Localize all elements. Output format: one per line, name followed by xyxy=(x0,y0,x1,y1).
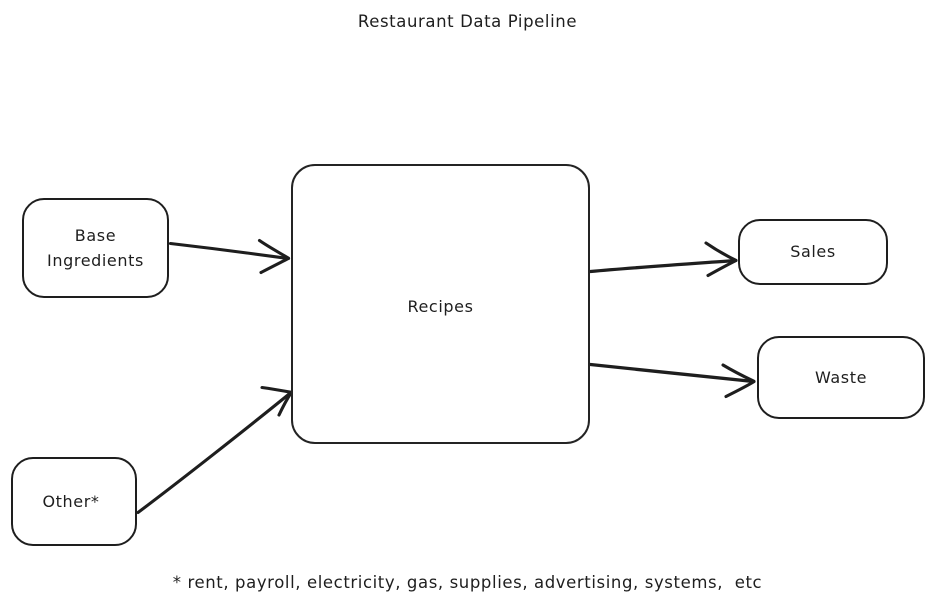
edge-recipes-to-waste xyxy=(588,362,756,399)
edge-base-ingredients-to-recipes xyxy=(168,238,291,275)
node-waste-label: Waste xyxy=(814,367,868,387)
node-waste[interactable]: Waste xyxy=(757,336,925,419)
footnote-text: * rent, payroll, electricity, gas, suppl… xyxy=(172,573,763,592)
node-sales-label: Sales xyxy=(790,242,836,261)
page-title: Restaurant Data Pipeline xyxy=(357,12,578,31)
node-sales[interactable]: Sales xyxy=(738,219,888,285)
edge-other-to-recipes xyxy=(136,385,293,515)
edge-recipes-to-sales xyxy=(588,241,738,278)
node-other[interactable]: Other* xyxy=(11,457,137,546)
node-base-ingredients[interactable]: Base Ingredients xyxy=(22,198,169,298)
node-recipes[interactable]: Recipes xyxy=(291,164,590,444)
node-other-label: Other* xyxy=(42,491,100,511)
node-base-ingredients-label: Base Ingredients xyxy=(47,226,144,270)
node-recipes-label: Recipes xyxy=(407,297,474,316)
